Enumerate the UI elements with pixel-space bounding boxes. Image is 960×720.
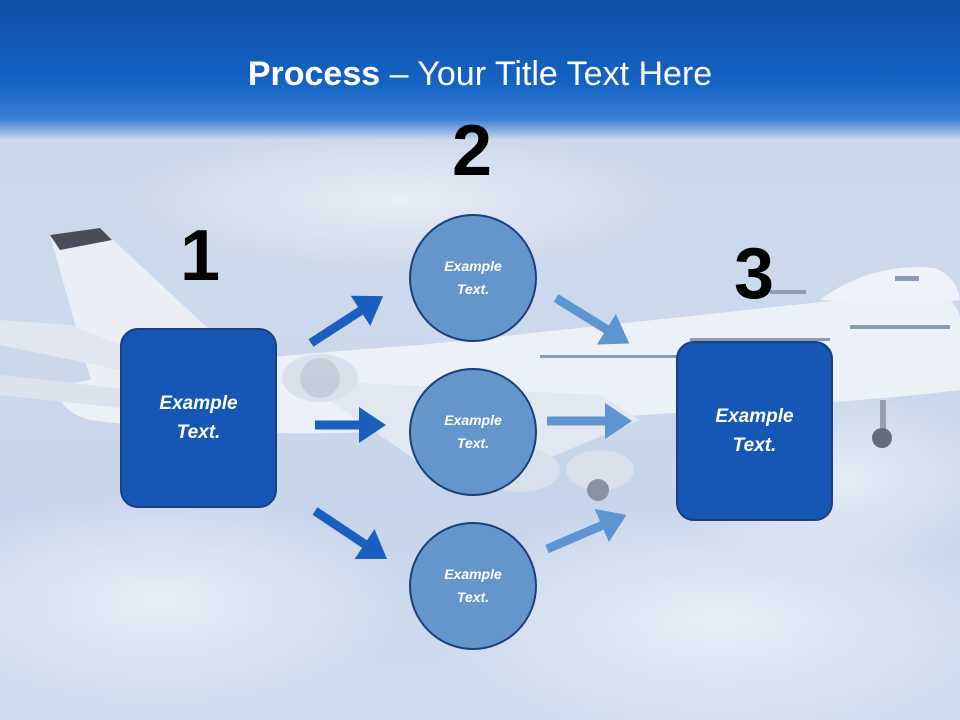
step-2-circle-top[interactable]: Example Text. xyxy=(409,214,537,342)
circle-middle-text: Example Text. xyxy=(444,412,502,451)
title-rest-part: – Your Title Text Here xyxy=(380,55,713,93)
step-1-box[interactable]: Example Text. xyxy=(120,328,277,508)
step-2-circle-bottom[interactable]: Example Text. xyxy=(409,522,537,650)
title-band xyxy=(0,0,960,140)
step-3-box-text: Example Text. xyxy=(715,406,794,456)
step-1-box-text: Example Text. xyxy=(159,393,238,443)
title-bold-part: Process xyxy=(247,55,381,93)
circle-bottom-text: Example Text. xyxy=(444,566,502,605)
step-number-1: 1 xyxy=(179,216,221,296)
slide-title[interactable]: Process – Your Title Text Here xyxy=(0,55,960,94)
step-number-2: 2 xyxy=(451,111,493,191)
step-number-3: 3 xyxy=(733,234,775,314)
step-3-box[interactable]: Example Text. xyxy=(676,341,833,521)
step-2-circle-middle[interactable]: Example Text. xyxy=(409,368,537,496)
circle-top-text: Example Text. xyxy=(444,258,502,297)
